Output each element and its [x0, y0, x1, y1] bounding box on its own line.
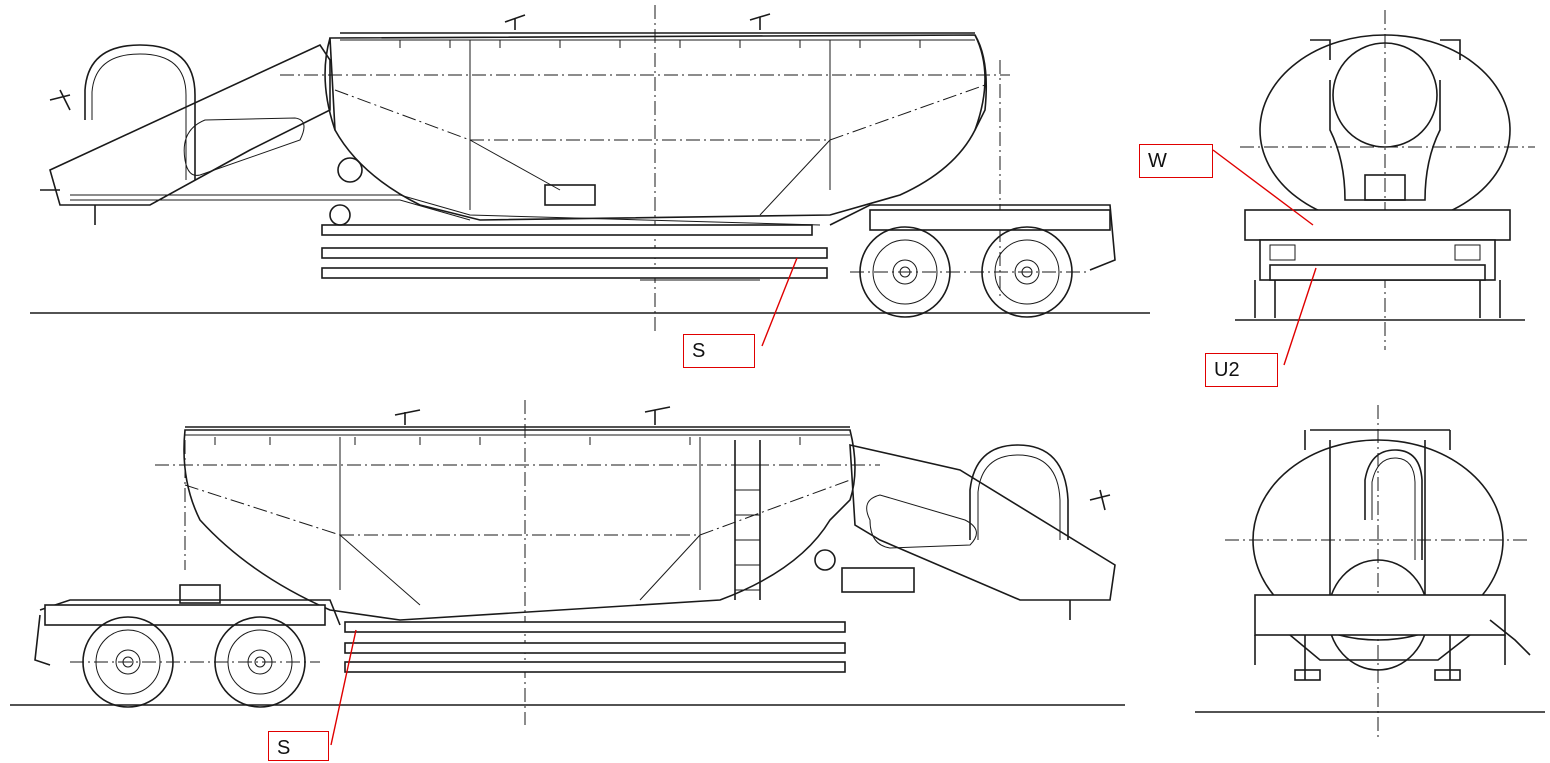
hose-arch-bottom — [969, 444, 1069, 540]
leader-rear-u2 — [1283, 267, 1317, 366]
frame-rail-b1 — [344, 621, 846, 633]
tank-end-bottom — [1252, 439, 1504, 641]
leader-side-top-s — [761, 257, 798, 347]
callout-label-w: W — [1139, 144, 1213, 178]
frame-rail-1 — [321, 224, 813, 236]
callout-text-u2: U2 — [1214, 359, 1240, 381]
hose-arch-front — [1364, 449, 1423, 560]
frame-rail-b2 — [344, 642, 846, 654]
leader-rear-w — [1212, 149, 1314, 226]
tank-body-bottom — [183, 429, 856, 621]
gooseneck-bottom — [849, 443, 1116, 601]
side-view-bottom — [10, 400, 1125, 725]
wheels-top — [850, 226, 1090, 318]
leader-side-bottom-s — [330, 629, 357, 746]
frame-rail-3 — [321, 267, 828, 279]
callout-text-s-bottom: S — [277, 737, 291, 759]
wheels-bottom — [70, 616, 320, 708]
tank-body-top — [329, 34, 988, 221]
top-valves — [504, 13, 771, 30]
side-view-top — [30, 5, 1150, 335]
front-view-bottom — [1195, 405, 1545, 740]
callout-text-s-top: S — [692, 340, 706, 362]
frame-rail-2 — [321, 247, 828, 259]
callout-label-s-bottom: S — [268, 731, 329, 761]
callout-leaders — [330, 149, 1317, 746]
ladder — [734, 440, 761, 600]
frame-rail-b3 — [344, 661, 846, 673]
callout-label-s-top: S — [683, 334, 755, 368]
rear-crossmember — [1244, 209, 1511, 241]
callout-text-w: W — [1148, 150, 1167, 172]
rear-view-top — [1235, 10, 1535, 350]
hose-arch-top — [84, 44, 196, 180]
gooseneck-top — [49, 43, 331, 206]
callout-label-u2: U2 — [1205, 353, 1278, 387]
